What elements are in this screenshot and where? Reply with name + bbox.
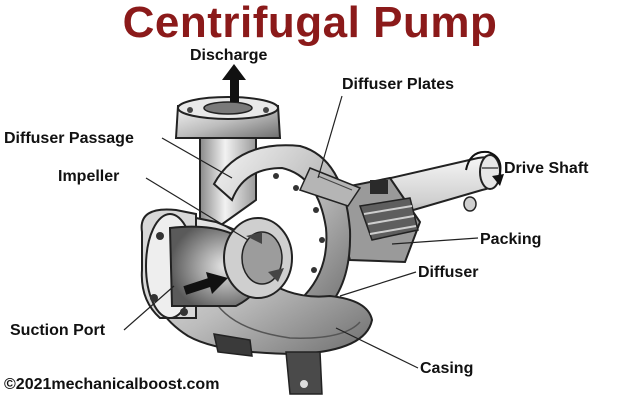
label-diffuser-plates: Diffuser Plates — [342, 76, 455, 93]
pump-base-part — [213, 333, 323, 395]
diffuser-plates-part — [298, 167, 362, 207]
label-suction-port: Suction Port — [10, 322, 106, 339]
label-discharge: Discharge — [190, 47, 268, 64]
leader-casing — [335, 327, 419, 369]
suction-arrow — [183, 272, 228, 295]
label-diffuser: Diffuser — [418, 264, 479, 281]
discharge-arrow — [222, 64, 246, 102]
leader-impeller — [145, 177, 249, 241]
label-impeller: Impeller — [58, 168, 120, 185]
leader-diffuser — [339, 271, 417, 297]
label-drive-shaft: Drive Shaft — [504, 160, 589, 177]
leader-suction-port — [123, 285, 175, 331]
label-packing: Packing — [480, 231, 542, 248]
label-casing: Casing — [420, 360, 474, 377]
leader-diffuser-plates — [317, 95, 343, 179]
impeller-part — [223, 217, 293, 299]
leader-packing — [391, 237, 479, 245]
rotation-arrow — [465, 150, 504, 186]
leader-diffuser-passage — [161, 137, 233, 179]
leader-lines — [123, 95, 498, 369]
diagram-title: Centrifugal Pump — [122, 0, 498, 47]
copyright-credit: ©2021mechanicalboost.com — [4, 376, 220, 393]
label-diffuser-passage: Diffuser Passage — [4, 130, 134, 147]
